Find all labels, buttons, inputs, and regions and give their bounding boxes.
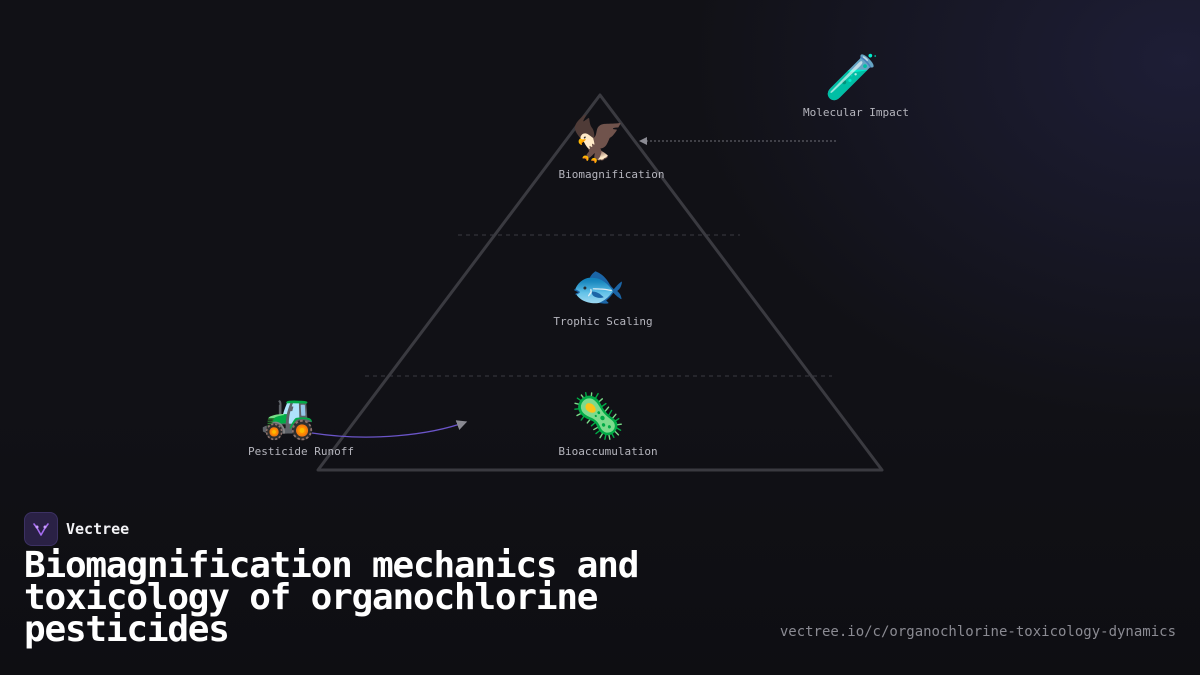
node-label: Pesticide Runoff [248, 445, 354, 458]
fish-icon: 🐟 [570, 261, 626, 312]
pyramid-outline [316, 93, 884, 472]
eagle-icon: 🦅 [570, 114, 626, 165]
page-title: Biomagnification mechanics and toxicolog… [24, 545, 639, 650]
node-label: Bioaccumulation [558, 445, 658, 458]
node-label: Trophic Scaling [553, 315, 653, 328]
microbe-icon: 🦠 [570, 391, 626, 442]
edge-runoff-to-bioaccumulation [311, 420, 468, 438]
node-biomagnification: 🦅 Biomagnification [532, 114, 665, 181]
test-tube-icon: 🧪 [824, 52, 880, 103]
node-label: Biomagnification [558, 168, 665, 181]
tractor-icon: 🚜 [260, 391, 316, 442]
node-molecular-impact: 🧪 Molecular Impact [795, 52, 909, 119]
node-label: Molecular Impact [803, 106, 909, 119]
vectree-logo-icon [24, 512, 58, 546]
brand-name: Vectree [66, 520, 130, 538]
node-bioaccumulation: 🦠 Bioaccumulation [538, 391, 657, 458]
node-pesticide-runoff: 🚜 Pesticide Runoff [222, 391, 354, 458]
brand: Vectree [24, 512, 129, 546]
node-trophic-scaling: 🐟 Trophic Scaling [543, 261, 652, 328]
page-url[interactable]: vectree.io/c/organochlorine-toxicology-d… [779, 624, 1176, 640]
